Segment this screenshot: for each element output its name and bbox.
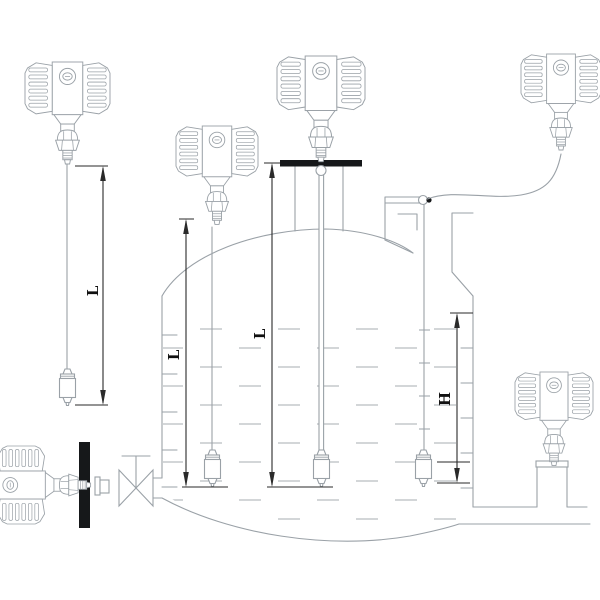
dim-label-standalone: L bbox=[84, 285, 102, 296]
cable-entry-bracket bbox=[384, 194, 432, 254]
dim-label-right: H bbox=[436, 392, 454, 406]
tank-dome bbox=[161, 228, 414, 297]
level-transmitter-remote bbox=[520, 53, 600, 151]
probe-weight-icon bbox=[58, 368, 77, 407]
flange-mount-center bbox=[280, 160, 362, 232]
probe-rod-center bbox=[318, 174, 325, 451]
dimension-standalone-probe: L bbox=[75, 165, 108, 406]
dimension-tank-probe-center: L bbox=[251, 162, 333, 488]
dim-label-center: L bbox=[251, 328, 269, 339]
level-transmitter-dome-center bbox=[276, 55, 366, 163]
side-mount-assembly bbox=[79, 442, 163, 528]
level-transmitter-standalone bbox=[24, 61, 111, 165]
valve-connector bbox=[94, 476, 101, 496]
level-transmitter-standpipe bbox=[514, 371, 594, 467]
right-wall-level-ticks bbox=[460, 347, 474, 489]
transmitter-cable bbox=[426, 153, 562, 200]
dimension-tank-probe-right: H bbox=[436, 312, 473, 484]
valve-connector-inner bbox=[99, 479, 110, 494]
level-transmitter-dome-left bbox=[175, 125, 259, 225]
probes bbox=[66, 163, 430, 451]
dimension-tank-probe-left: L bbox=[165, 218, 228, 488]
left-wall-level-ticks bbox=[161, 334, 178, 488]
tank-nozzle-center bbox=[294, 165, 344, 232]
side-nozzle-pipe bbox=[152, 477, 163, 499]
valve-stem bbox=[121, 455, 151, 489]
probe-coupling bbox=[315, 164, 327, 177]
liquid-hatching bbox=[163, 316, 472, 532]
dim-label-left: L bbox=[165, 349, 183, 360]
flange-icon bbox=[280, 160, 362, 167]
tank-bottom-dish bbox=[161, 497, 460, 542]
probe-cable-right-marks bbox=[419, 329, 430, 430]
right-standpipe bbox=[536, 466, 568, 508]
level-transmitter-side bbox=[0, 445, 92, 525]
tank-right-neck bbox=[451, 212, 474, 297]
cable-gland-icon bbox=[417, 194, 429, 206]
